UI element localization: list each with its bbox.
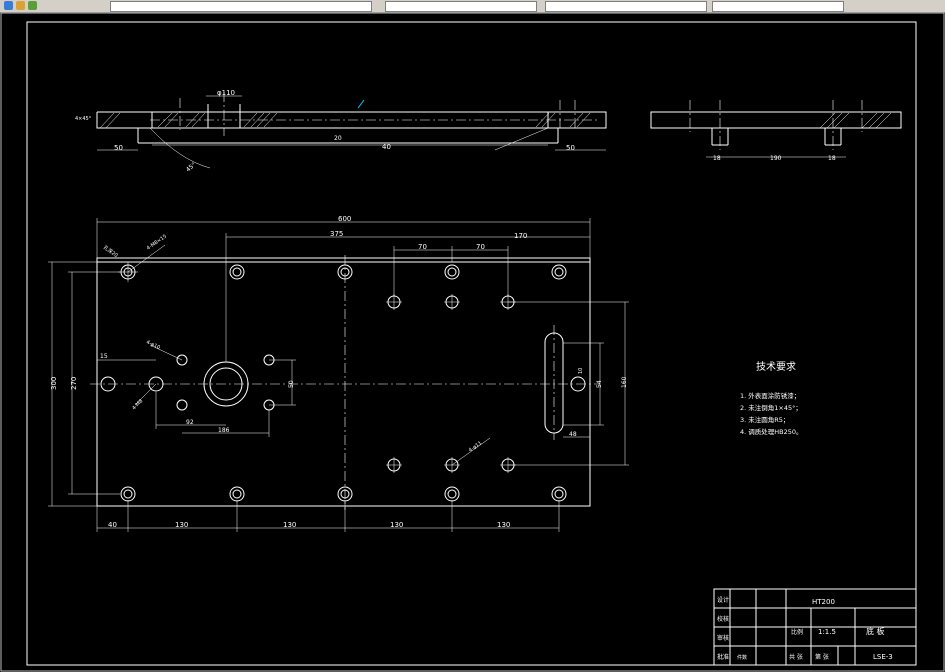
dim-overall-length: 600: [338, 215, 351, 223]
top-hole-row: [120, 264, 567, 280]
lineweight-dropdown[interactable]: [545, 1, 707, 12]
sheet-no: 第 张: [815, 653, 829, 661]
plan-view: 600 375 70 70 170 300 270 40 130 130 130…: [48, 215, 629, 532]
material: HT200: [812, 598, 835, 606]
open-icon[interactable]: [16, 1, 25, 10]
end-dim-center: 190: [770, 155, 782, 162]
tech-item-1: 1. 外表面涂防锈漆；: [740, 391, 800, 400]
row-label-review: 审核: [717, 634, 729, 642]
dim-height-outer: 300: [50, 377, 58, 390]
row-label-check: 校核: [717, 615, 729, 623]
dim-spacing-3: 130: [390, 521, 403, 529]
callout-diag-hole: 4-M8: [131, 398, 144, 411]
dim-right-offset: 170: [514, 232, 527, 240]
dim-angle: 45°: [185, 161, 198, 173]
callout-mid-hole: 4-φ10: [145, 339, 161, 351]
dim-bore-width: 186: [218, 427, 230, 434]
dim-spacing-2: 130: [283, 521, 296, 529]
part-name: 底 板: [866, 626, 885, 636]
dim-length: 40: [382, 143, 391, 151]
dim-spacing-4: 130: [497, 521, 510, 529]
dim-bore: φ110: [217, 89, 235, 97]
app-icon[interactable]: [4, 1, 13, 10]
layer-dropdown[interactable]: [110, 1, 372, 12]
dim-height-inner: 270: [70, 377, 78, 390]
tech-item-2: 2. 未注倒角1×45°；: [740, 403, 802, 412]
dim-left-edge: 50: [114, 144, 123, 152]
scale-label: 比例: [791, 628, 803, 636]
callout-corner-note: 孔深20: [102, 244, 119, 259]
dim-small-left: 15: [100, 353, 108, 360]
save-icon[interactable]: [28, 1, 37, 10]
end-dim-right: 18: [828, 155, 836, 162]
row-label-design: 设计: [717, 596, 729, 604]
tech-item-3: 3. 未注圆角R5；: [740, 415, 789, 424]
count-label: 件数: [737, 654, 747, 661]
dim-bore-pitch: 92: [186, 419, 194, 426]
dim-pitch-b: 70: [476, 243, 485, 251]
dim-slot-height: 54: [596, 380, 603, 388]
plotstyle-dropdown[interactable]: [712, 1, 844, 12]
linetype-dropdown[interactable]: [385, 1, 537, 12]
end-view: 18 190 18: [650, 100, 902, 162]
row-label-approve: 批准: [717, 653, 729, 661]
sheet-total: 共 张: [789, 653, 803, 661]
cursor-marker: [357, 99, 365, 109]
dim-right-edge: 50: [566, 144, 575, 152]
dim-slot-small: 10: [578, 368, 584, 374]
drawing-border: [26, 21, 917, 666]
title-block: 设计 校核 审核 批准 件数 HT200 比例 1:1.5 底 板 共 张 第 …: [713, 588, 917, 666]
dim-spacing-1: 130: [175, 521, 188, 529]
dim-bore-height: 50: [288, 380, 295, 388]
callout-corner-hole: 4-M8×15: [146, 234, 168, 252]
bottom-hole-row: [120, 486, 567, 502]
dim-right-height: 160: [621, 376, 628, 388]
tech-title: 技术要求: [756, 360, 796, 373]
side-view: φ110 50 50 40 20 45° 4×45°: [75, 89, 607, 174]
drawing-no: LSE-3: [873, 653, 893, 661]
dim-chamfer: 4×45°: [75, 116, 92, 122]
callout-bottom-hole: 4-φ11: [468, 440, 483, 453]
dim-left-margin: 40: [108, 521, 117, 529]
tech-requirements: 技术要求 1. 外表面涂防锈漆； 2. 未注倒角1×45°； 3. 未注圆角R5…: [740, 360, 803, 436]
viewport-frame: [0, 12, 945, 672]
dim-offset: 375: [330, 230, 343, 238]
scale-value: 1:1.5: [818, 628, 836, 636]
dim-slot-width: 48: [569, 431, 577, 438]
tech-item-4: 4. 调质处理HB250。: [740, 427, 803, 436]
dim-depth: 20: [334, 135, 342, 142]
dim-pitch-a: 70: [418, 243, 427, 251]
end-dim-left: 18: [713, 155, 721, 162]
